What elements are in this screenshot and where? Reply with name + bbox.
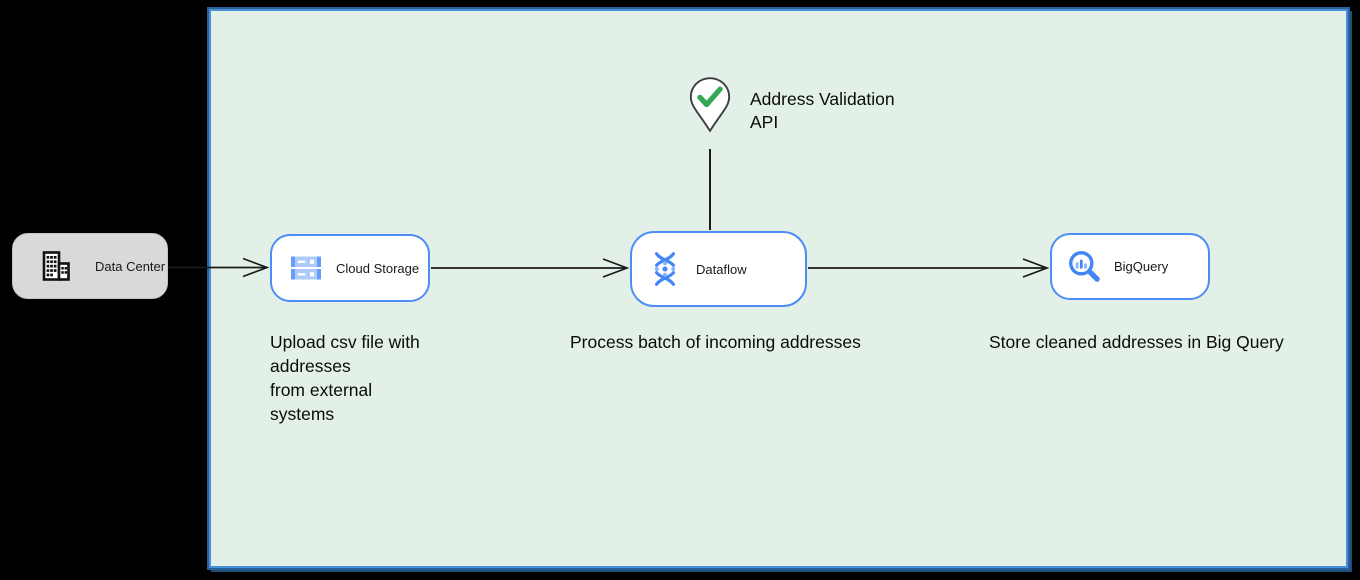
dataflow-icon [646, 250, 684, 288]
caption-store-bigquery: Store cleaned addresses in Big Query [989, 332, 1284, 352]
node-bigquery[interactable]: BigQuery [1050, 233, 1210, 300]
bigquery-icon [1066, 248, 1104, 286]
node-label: Cloud Storage [336, 260, 420, 276]
node-dataflow[interactable]: Dataflow [630, 231, 807, 307]
annotation-address-validation-api: Address Validation API [750, 89, 895, 132]
pin-check-icon[interactable] [687, 76, 733, 134]
node-data-center[interactable]: Data Center [12, 233, 168, 299]
node-label: BigQuery [1114, 259, 1169, 274]
building-icon [37, 248, 73, 284]
node-label: Data Center [95, 258, 166, 274]
caption-process-batch: Process batch of incoming addresses [570, 332, 861, 352]
caption-upload-csv: Upload csv file with addresses from exte… [270, 332, 420, 424]
node-label: Dataflow [696, 261, 747, 277]
node-cloud-storage[interactable]: Cloud Storage [270, 234, 430, 302]
cloud-storage-icon [288, 250, 324, 286]
